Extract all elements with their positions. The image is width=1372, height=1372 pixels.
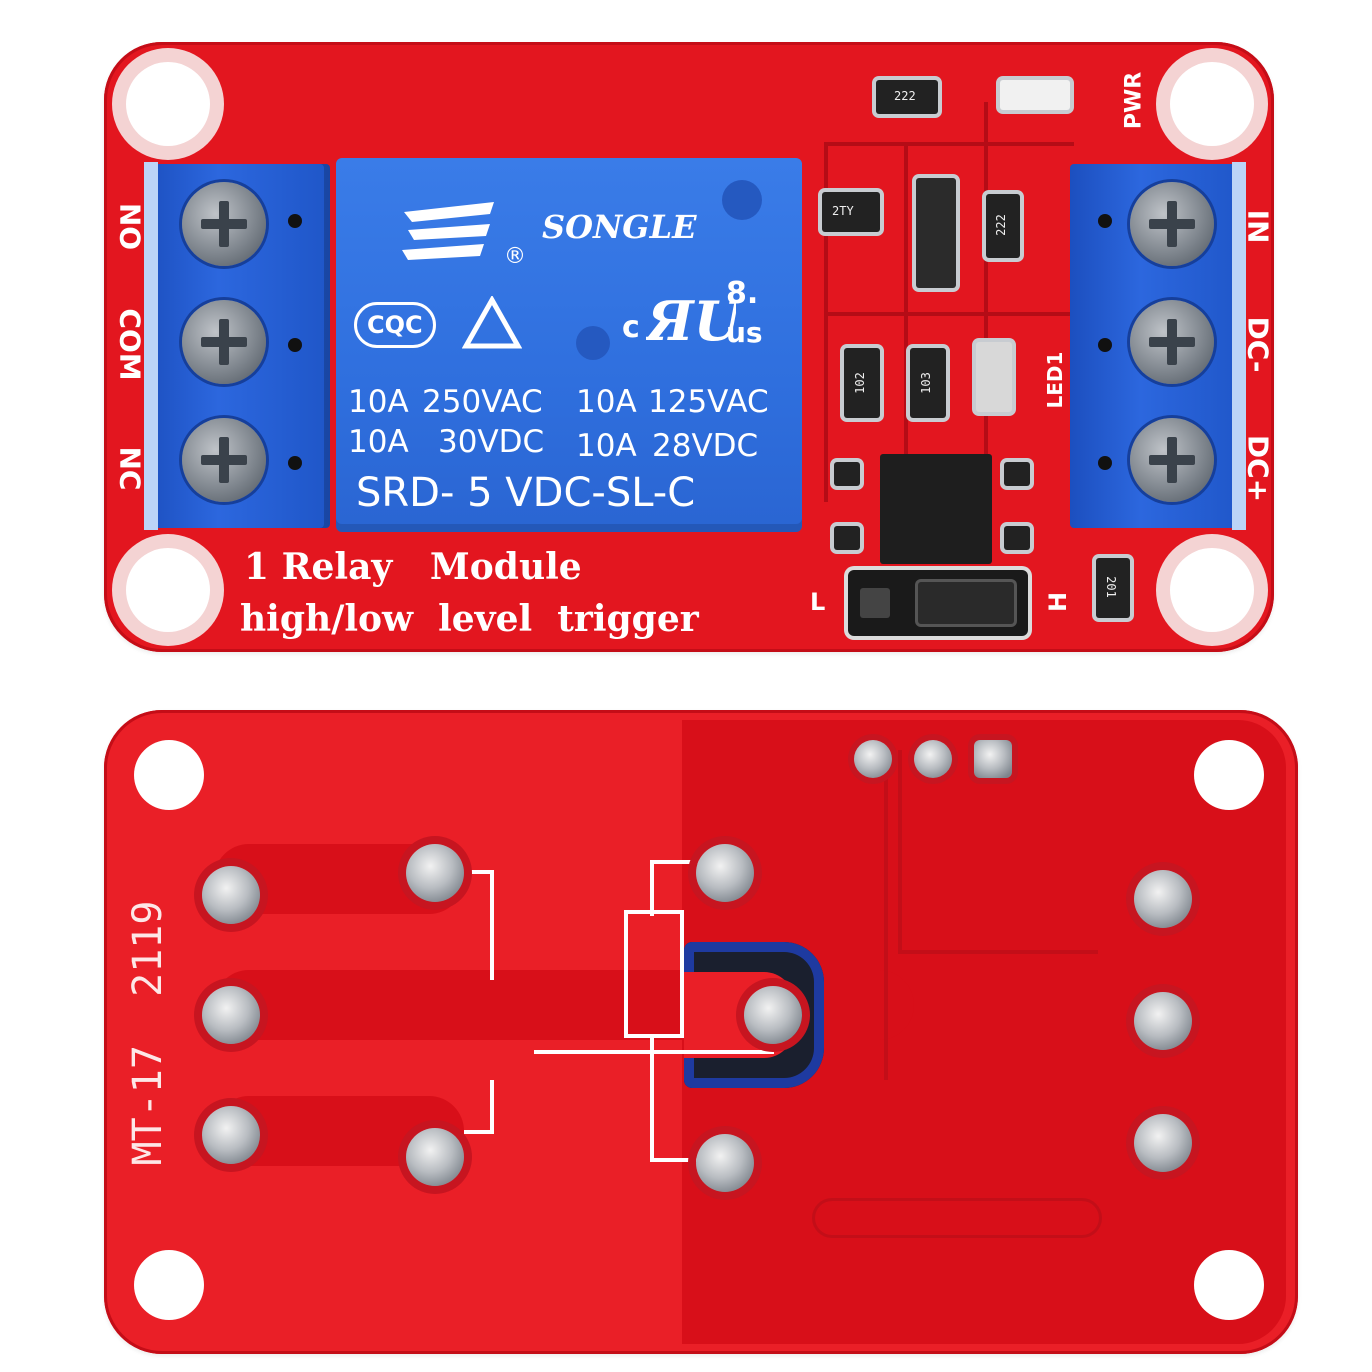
vias-row: [812, 1198, 1102, 1238]
relay-center-hole: [576, 326, 610, 360]
solder-joint-left-3: [202, 986, 260, 1044]
terminal-screw-com[interactable]: [182, 300, 266, 384]
mounting-hole-bottom-board-bl: [134, 1250, 204, 1320]
mounting-hole-bottom-board-br: [1194, 1250, 1264, 1320]
ul-mark-icon: ЯU: [643, 289, 744, 354]
relay-reg-mark: ®: [504, 244, 526, 269]
label-jumper-h: H: [1044, 591, 1073, 613]
ul-us-mark: us: [726, 316, 763, 349]
mounting-hole-top-right: [1170, 62, 1254, 146]
relay-component: SONGLE ® CQC c ЯU 8. us 10A 250VAC 10A 1…: [336, 158, 802, 532]
ul-c-mark: c: [622, 310, 640, 345]
mounting-hole-top-left: [126, 62, 210, 146]
label-dc-plus: DC+: [1241, 434, 1275, 503]
resistor-201: 201: [1096, 558, 1130, 618]
diode: [916, 178, 956, 288]
ul-number: 8.: [726, 276, 759, 311]
terminal-screw-nc[interactable]: [182, 418, 266, 502]
rating-1a: 10A: [348, 384, 409, 420]
warning-triangle-icon: [461, 294, 523, 354]
solder-joint-mid-3: [696, 1134, 754, 1192]
mounting-hole-bottom-board-tl: [134, 740, 204, 810]
solder-joint-left-4: [202, 1106, 260, 1164]
label-nc: NC: [113, 446, 147, 491]
rating-1d: 125VAC: [648, 384, 769, 420]
solder-pad-2: [914, 740, 952, 778]
svg-text:ЯU: ЯU: [646, 290, 736, 350]
pwr-led: [1000, 80, 1070, 110]
rating-2c: 10A: [576, 428, 637, 464]
terminal-screw-no[interactable]: [182, 182, 266, 266]
led1-indicator: [976, 342, 1012, 412]
label-in: IN: [1241, 209, 1275, 244]
terminal-screw-in[interactable]: [1130, 182, 1214, 266]
module-subtitle: high/low level trigger: [240, 598, 699, 640]
relay-model: SRD- 5 VDC-SL-C: [356, 470, 696, 516]
transistor-2ty: 2TY: [822, 192, 880, 232]
rating-2d: 28VDC: [652, 428, 759, 464]
label-led1: LED1: [1043, 351, 1067, 409]
trigger-jumper[interactable]: [848, 570, 1028, 636]
resistor-222-top: 222: [876, 80, 938, 114]
rating-1c: 10A: [576, 384, 637, 420]
label-no: NO: [113, 202, 147, 251]
mounting-hole-bottom-board-tr: [1194, 740, 1264, 810]
solder-joint-left-1: [202, 866, 260, 924]
resistor-222-mid: 222: [986, 194, 1020, 258]
mounting-hole-bottom-left: [126, 548, 210, 632]
board-marking: MT-17 2119: [125, 900, 171, 1166]
label-dc-minus: DC-: [1241, 316, 1275, 373]
module-title: 1 Relay Module: [244, 546, 582, 588]
solder-joint-right-2: [1134, 992, 1192, 1050]
label-pwr: PWR: [1121, 71, 1147, 130]
solder-joint-mid-1: [696, 844, 754, 902]
optocoupler: [880, 454, 992, 564]
cert-cqc: CQC: [354, 302, 436, 348]
resistor-102: 102: [844, 348, 880, 418]
solder-joint-left-5: [406, 1128, 464, 1186]
rating-2a: 10A: [348, 424, 409, 460]
mounting-hole-bottom-right: [1170, 548, 1254, 632]
resistor-103: 103: [910, 348, 946, 418]
relay-brand: SONGLE: [542, 208, 697, 246]
songle-logo-icon: [394, 194, 504, 264]
label-com: COM: [113, 308, 147, 381]
label-jumper-l: L: [810, 588, 826, 616]
relay-module-top-view: NO COM NC SONGLE ® CQC c ЯU 8. us 10A 25…: [104, 42, 1274, 652]
terminal-screw-dc-plus[interactable]: [1130, 418, 1214, 502]
rating-1b: 250VAC: [422, 384, 543, 420]
rating-2b: 30VDC: [438, 424, 545, 460]
solder-joint-mid-2: [744, 986, 802, 1044]
solder-pad-1: [854, 740, 892, 778]
solder-joint-right-1: [1134, 870, 1192, 928]
relay-module-bottom-view: MT-17 2119: [104, 710, 1298, 1354]
terminal-screw-dc-minus[interactable]: [1130, 300, 1214, 384]
solder-joint-left-2: [406, 844, 464, 902]
solder-joint-right-3: [1134, 1114, 1192, 1172]
relay-hole: [722, 180, 762, 220]
solder-pad-3: [974, 740, 1012, 778]
